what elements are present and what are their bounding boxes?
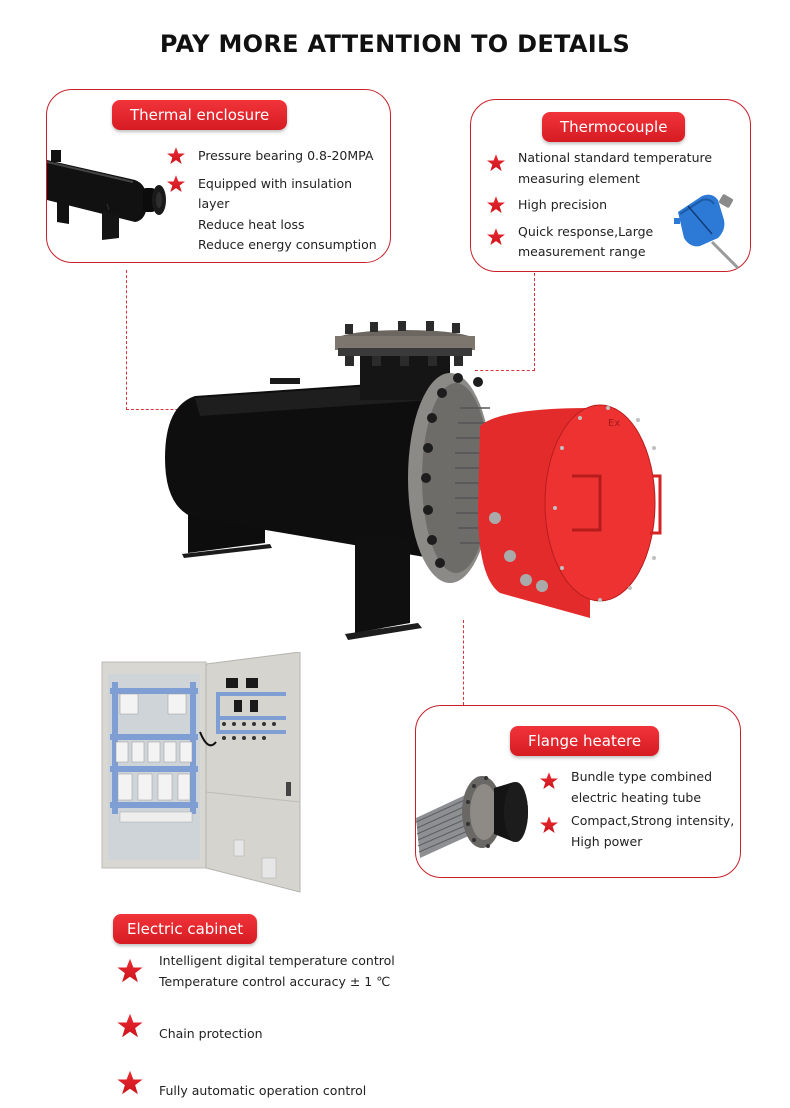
star-icon [116, 957, 144, 985]
feature-item: Fully automatic operation control [116, 1069, 416, 1102]
star-icon [486, 195, 506, 215]
connector-line [475, 370, 535, 371]
feature-item: Compact,Strong intensity, High power [539, 811, 744, 852]
feature-text: Intelligent digital temperature control [159, 953, 395, 968]
feature-item: Bundle type combined electric heating tu… [539, 767, 744, 808]
feature-item: Pressure bearing 0.8-20MPA [166, 146, 386, 167]
star-icon [166, 174, 186, 194]
flange-heater-label: Flange heatere [510, 726, 660, 756]
main-product-image: Ex [160, 318, 675, 648]
feature-item: National standard temperature measuring … [486, 148, 726, 189]
thermal-enclosure-label: Thermal enclosure [112, 100, 288, 130]
feature-item: Intelligent digital temperature control … [116, 951, 416, 992]
feature-item: Chain protection [116, 1012, 416, 1045]
flange-heater-image [415, 768, 531, 863]
feature-text: Chain protection [159, 1026, 263, 1041]
connector-line [463, 620, 464, 705]
connector-line [126, 270, 127, 410]
star-icon [486, 227, 506, 247]
feature-item: Equipped with insulation layer Reduce he… [166, 174, 386, 256]
feature-text: measurement range [518, 244, 646, 259]
feature-text: Bundle type combined [571, 769, 713, 784]
star-icon [539, 771, 559, 791]
thermal-enclosure-features: Pressure bearing 0.8-20MPA Equipped with… [166, 146, 386, 256]
star-icon [116, 1012, 144, 1040]
feature-text: National standard temperature [518, 150, 713, 165]
feature-text: Pressure bearing 0.8-20MPA [198, 148, 374, 163]
thermocouple-features: National standard temperature measuring … [486, 148, 726, 263]
thermal-enclosure-image [46, 142, 172, 242]
feature-text: Equipped with insulation layer [198, 175, 353, 212]
electric-cabinet-label: Electric cabinet [113, 914, 258, 944]
feature-text: measuring element [518, 170, 640, 186]
feature-item: Quick response,Large measurement range [486, 222, 726, 263]
feature-text: Fully automatic operation control [159, 1082, 367, 1098]
page-title: PAY MORE ATTENTION TO DETAILS [159, 30, 631, 58]
star-icon [486, 153, 506, 173]
electric-cabinet-image [100, 651, 310, 904]
electric-cabinet-features: Intelligent digital temperature control … [116, 951, 416, 1101]
feature-text: High precision [518, 197, 608, 212]
feature-text: Reduce energy consumption [198, 237, 377, 252]
feature-text: High power [571, 833, 643, 849]
flange-heater-features: Bundle type combined electric heating tu… [539, 767, 744, 852]
feature-text: Reduce heat loss [198, 216, 305, 232]
star-icon [116, 1069, 144, 1097]
feature-text: Quick response,Large [518, 223, 654, 239]
thermocouple-label: Thermocouple [542, 112, 686, 142]
feature-text: electric heating tube [571, 789, 702, 805]
ex-marking: Ex [608, 418, 620, 429]
feature-text: Temperature control accuracy ± 1 ℃ [159, 973, 391, 989]
connector-line [126, 409, 208, 410]
feature-item: High precision [486, 195, 726, 216]
star-icon [539, 815, 559, 835]
feature-text: Compact,Strong intensity, [571, 813, 735, 828]
connector-line [534, 273, 535, 371]
thermocouple-image [672, 190, 747, 270]
star-icon [166, 146, 186, 166]
